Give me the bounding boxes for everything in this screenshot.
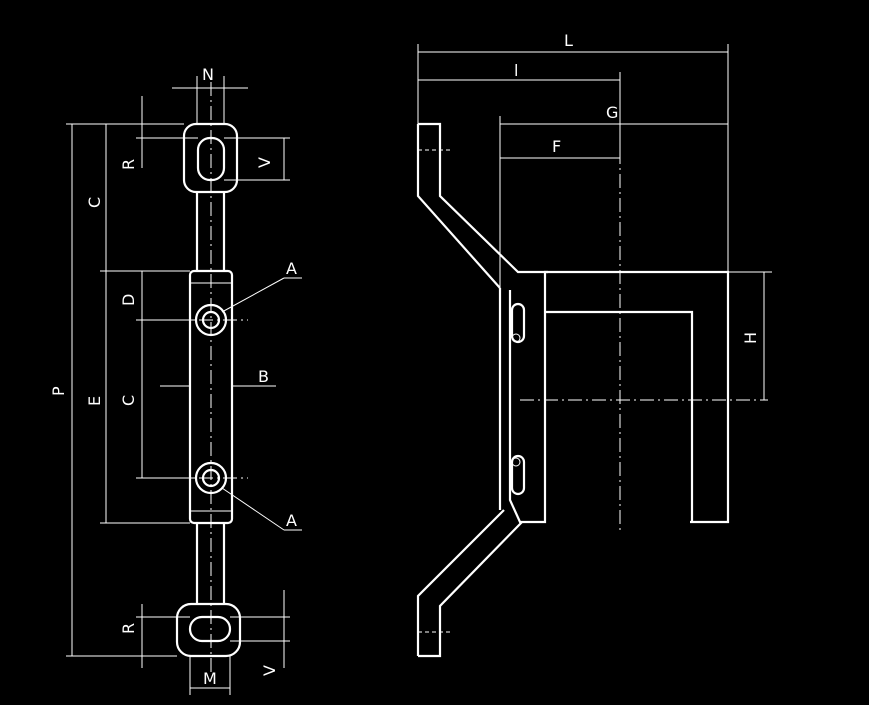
bottom-eye-slot [188,615,232,643]
label-l: L [564,31,573,50]
label-g: G [606,103,618,122]
front-view-dimensions [66,76,302,695]
label-a-upper: A [286,259,297,278]
label-r-lower: R [119,623,138,634]
side-view [416,122,768,658]
label-f: F [552,137,561,156]
side-view-dimensions [417,44,772,400]
label-a-lower: A [286,511,297,530]
label-v-lower: V [260,665,279,676]
dimension-labels: N R V C A D B P E C A R M V L l G F H [49,31,760,688]
label-e: E [85,396,104,406]
label-d: D [119,294,138,306]
label-p: P [49,386,68,396]
bottom-eye-outer [175,602,242,658]
label-b: B [258,367,269,386]
label-c-middle: C [119,395,138,406]
label-n: N [202,65,214,84]
label-c-upper: C [85,197,104,208]
label-r-upper: R [119,159,138,170]
label-h: H [741,332,760,344]
label-l-small: l [514,61,518,80]
label-m: M [203,669,217,688]
label-v-upper: V [255,157,274,168]
front-view [175,82,248,672]
